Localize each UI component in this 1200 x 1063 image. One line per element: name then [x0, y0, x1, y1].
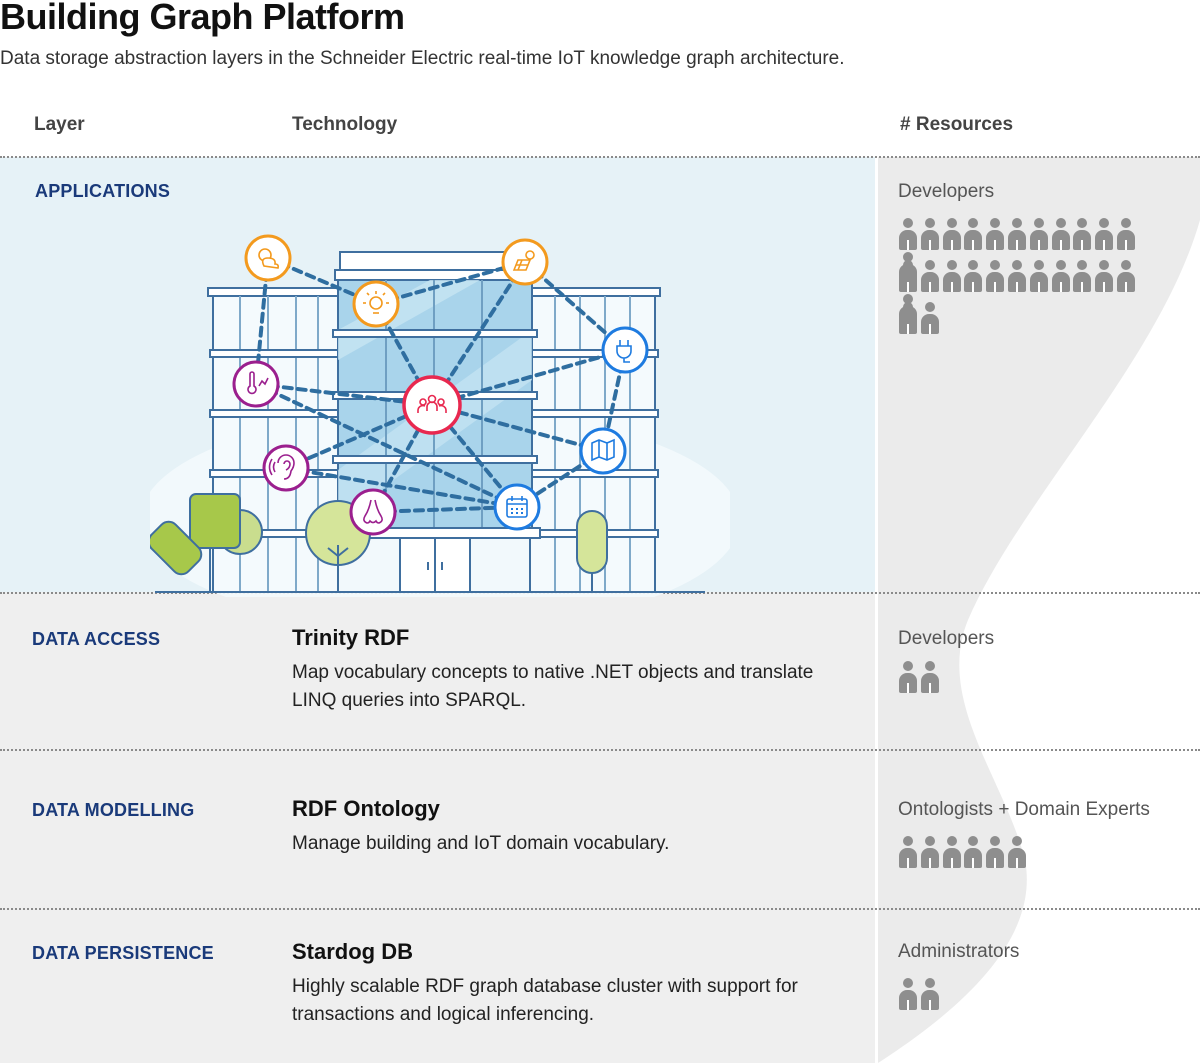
person-icon: [920, 260, 940, 294]
person-icon: [1094, 260, 1114, 294]
person-icon: [898, 836, 918, 870]
column-header-resources: # Resources: [900, 114, 1014, 135]
people-applications: [898, 218, 1158, 344]
power-plug-icon: [601, 326, 649, 374]
tech-name-data-persistence: Stardog DB: [292, 939, 413, 964]
person-icon: [1072, 218, 1092, 252]
person-icon: [920, 661, 940, 695]
weather-icon: [244, 234, 292, 282]
column-header-layer: Layer: [34, 114, 85, 135]
person-icon: [1007, 260, 1027, 294]
tree-left: [150, 493, 263, 592]
layer-label-applications: APPLICATIONS: [35, 181, 171, 201]
column-separator: [875, 157, 878, 1063]
resource-label-data-modelling: Ontologists + Domain Experts: [898, 799, 1150, 820]
tech-desc-data-access: Map vocabulary concepts to native .NET o…: [292, 662, 814, 711]
thermometer-icon: [232, 360, 280, 408]
person-icon: [1007, 836, 1027, 870]
divider-top: [0, 156, 1200, 158]
page-subtitle: Data storage abstraction layers in the S…: [0, 48, 845, 69]
divider-data-modelling: [0, 908, 1200, 910]
person-icon: [985, 260, 1005, 294]
person-icon: [898, 978, 918, 1012]
person-icon: [942, 260, 962, 294]
person-icon: [942, 218, 962, 252]
divider-data-access: [0, 749, 1200, 751]
nose-icon: [349, 488, 397, 536]
person-icon: [985, 836, 1005, 870]
layer-label-data-persistence: DATA PERSISTENCE: [32, 943, 214, 963]
column-header-technology: Technology: [292, 114, 398, 135]
person-icon: [898, 661, 918, 695]
light-bulb-icon: [352, 280, 400, 328]
resource-label-data-access: Developers: [898, 628, 995, 649]
person-icon: [1029, 218, 1049, 252]
person-icon: [1051, 218, 1071, 252]
tree-right: [576, 510, 608, 592]
tech-desc-data-persistence: Highly scalable RDF graph database clust…: [292, 976, 798, 1025]
solar-panel-icon: [501, 238, 549, 286]
people-data-persistence: [898, 978, 1158, 1020]
person-icon: [898, 218, 918, 252]
person-icon: [1072, 260, 1092, 294]
person-icon: [920, 836, 940, 870]
layer-label-data-modelling: DATA MODELLING: [32, 800, 195, 820]
person-icon: [1116, 218, 1136, 252]
person-icon: [1029, 260, 1049, 294]
layer-label-data-access: DATA ACCESS: [32, 629, 161, 649]
person-icon: [920, 218, 940, 252]
person-icon: [985, 218, 1005, 252]
people-data-access: [898, 661, 1158, 703]
tech-desc-data-modelling: Manage building and IoT domain vocabular…: [292, 833, 670, 854]
person-icon: [1094, 218, 1114, 252]
person-icon: [898, 302, 918, 336]
person-icon: [1051, 260, 1071, 294]
person-icon: [963, 218, 983, 252]
person-icon: [1007, 218, 1027, 252]
people-group-icon: [402, 375, 462, 435]
person-icon: [920, 302, 940, 336]
calendar-icon: [493, 483, 541, 531]
building-illustration: [150, 234, 730, 597]
ear-icon: [262, 444, 310, 492]
person-icon: [1116, 260, 1136, 294]
floor-map-icon: [579, 427, 627, 475]
person-icon: [963, 260, 983, 294]
resource-label-data-persistence: Administrators: [898, 941, 1020, 962]
person-icon: [920, 978, 940, 1012]
page-title: Building Graph Platform: [0, 0, 405, 37]
person-icon: [942, 836, 962, 870]
tech-name-data-modelling: RDF Ontology: [292, 796, 440, 821]
people-data-modelling: [898, 836, 1158, 878]
tech-name-data-access: Trinity RDF: [292, 625, 410, 650]
person-icon: [963, 836, 983, 870]
person-icon: [898, 260, 918, 294]
resource-label-applications: Developers: [898, 181, 995, 202]
lower-layers-band: [0, 592, 876, 1063]
